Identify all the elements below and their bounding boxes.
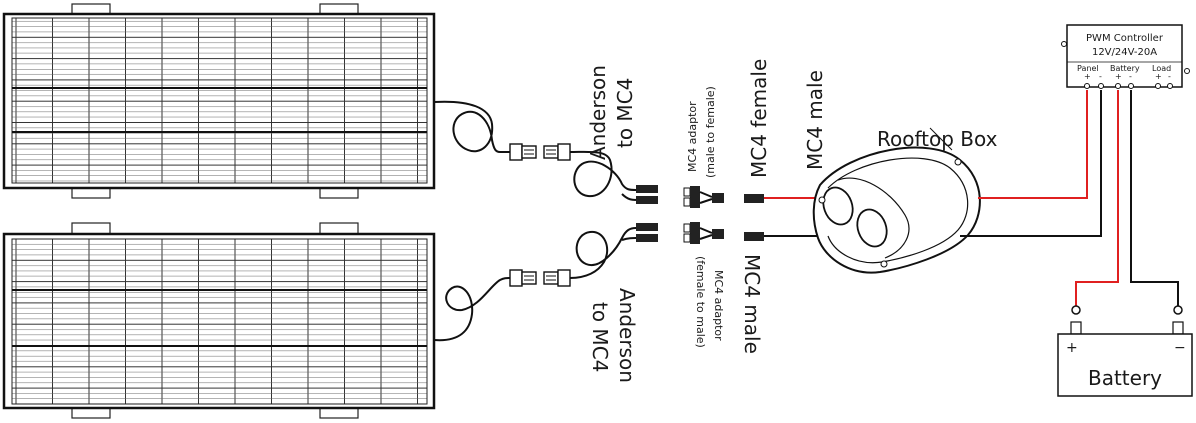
label-adaptor-bottom-1: MC4 adaptor: [712, 270, 725, 341]
label-rooftop-box: Rooftop Box: [877, 127, 998, 151]
label-mc4-female: MC4 female: [747, 59, 771, 178]
wire-box-to-controller-positive: [978, 90, 1088, 199]
label-to-mc4-top: to MC4: [613, 78, 637, 148]
label-anderson-top: Anderson: [586, 65, 610, 160]
terminal-load-plus: +: [1155, 72, 1162, 81]
anderson-plug-top-panel: [509, 143, 537, 161]
battery: [1057, 305, 1193, 397]
anderson-to-mc4-cable-bottom: [569, 223, 658, 279]
solar-panel-top: [2, 3, 436, 199]
anderson-plug-bottom-cable: [543, 269, 571, 287]
terminal-battery-minus: -: [1129, 72, 1132, 81]
anderson-to-mc4-cable-top: [569, 150, 658, 204]
anderson-plug-top-cable: [543, 143, 571, 161]
terminal-battery-plus: +: [1115, 72, 1122, 81]
battery-minus-label: −: [1174, 340, 1186, 356]
terminal-panel-plus: +: [1084, 72, 1091, 81]
wire-controller-to-battery-negative: [1130, 90, 1179, 306]
label-adaptor-bottom-2: (female to male): [694, 256, 707, 348]
terminal-load-minus: -: [1168, 72, 1171, 81]
label-adaptor-top-2: (male to female): [704, 86, 717, 178]
terminal-panel-minus: -: [1099, 72, 1102, 81]
bottom-panel-cable: [433, 277, 511, 342]
label-anderson-bottom: Anderson: [615, 288, 639, 383]
rooftop-box: [812, 127, 981, 274]
label-mc4-male-top: MC4 male: [803, 70, 827, 170]
terminal-battery-label: Battery: [1110, 64, 1140, 73]
controller-title: PWM Controller: [1086, 33, 1164, 44]
pwm-controller: [1061, 24, 1190, 89]
mc4-adaptor-bottom: [683, 222, 724, 244]
mc4-adaptor-top: [683, 186, 724, 208]
top-panel-cable: [433, 100, 510, 153]
terminal-panel-label: Panel: [1077, 64, 1099, 73]
label-mc4-male-bottom: MC4 male: [740, 254, 764, 354]
battery-label: Battery: [1088, 366, 1162, 390]
terminal-load-label: Load: [1152, 64, 1171, 73]
controller-spec: 12V/24V-20A: [1092, 47, 1157, 58]
solar-panel-bottom: [2, 222, 436, 419]
mc4-male-connector: [744, 232, 828, 241]
label-to-mc4-bottom: to MC4: [588, 302, 612, 372]
battery-plus-label: +: [1066, 340, 1078, 356]
label-adaptor-top-1: MC4 adaptor: [686, 101, 699, 172]
anderson-plug-bottom-panel: [509, 269, 537, 287]
wire-controller-to-battery-positive: [1075, 90, 1119, 306]
wire-box-to-controller-negative: [960, 90, 1102, 237]
